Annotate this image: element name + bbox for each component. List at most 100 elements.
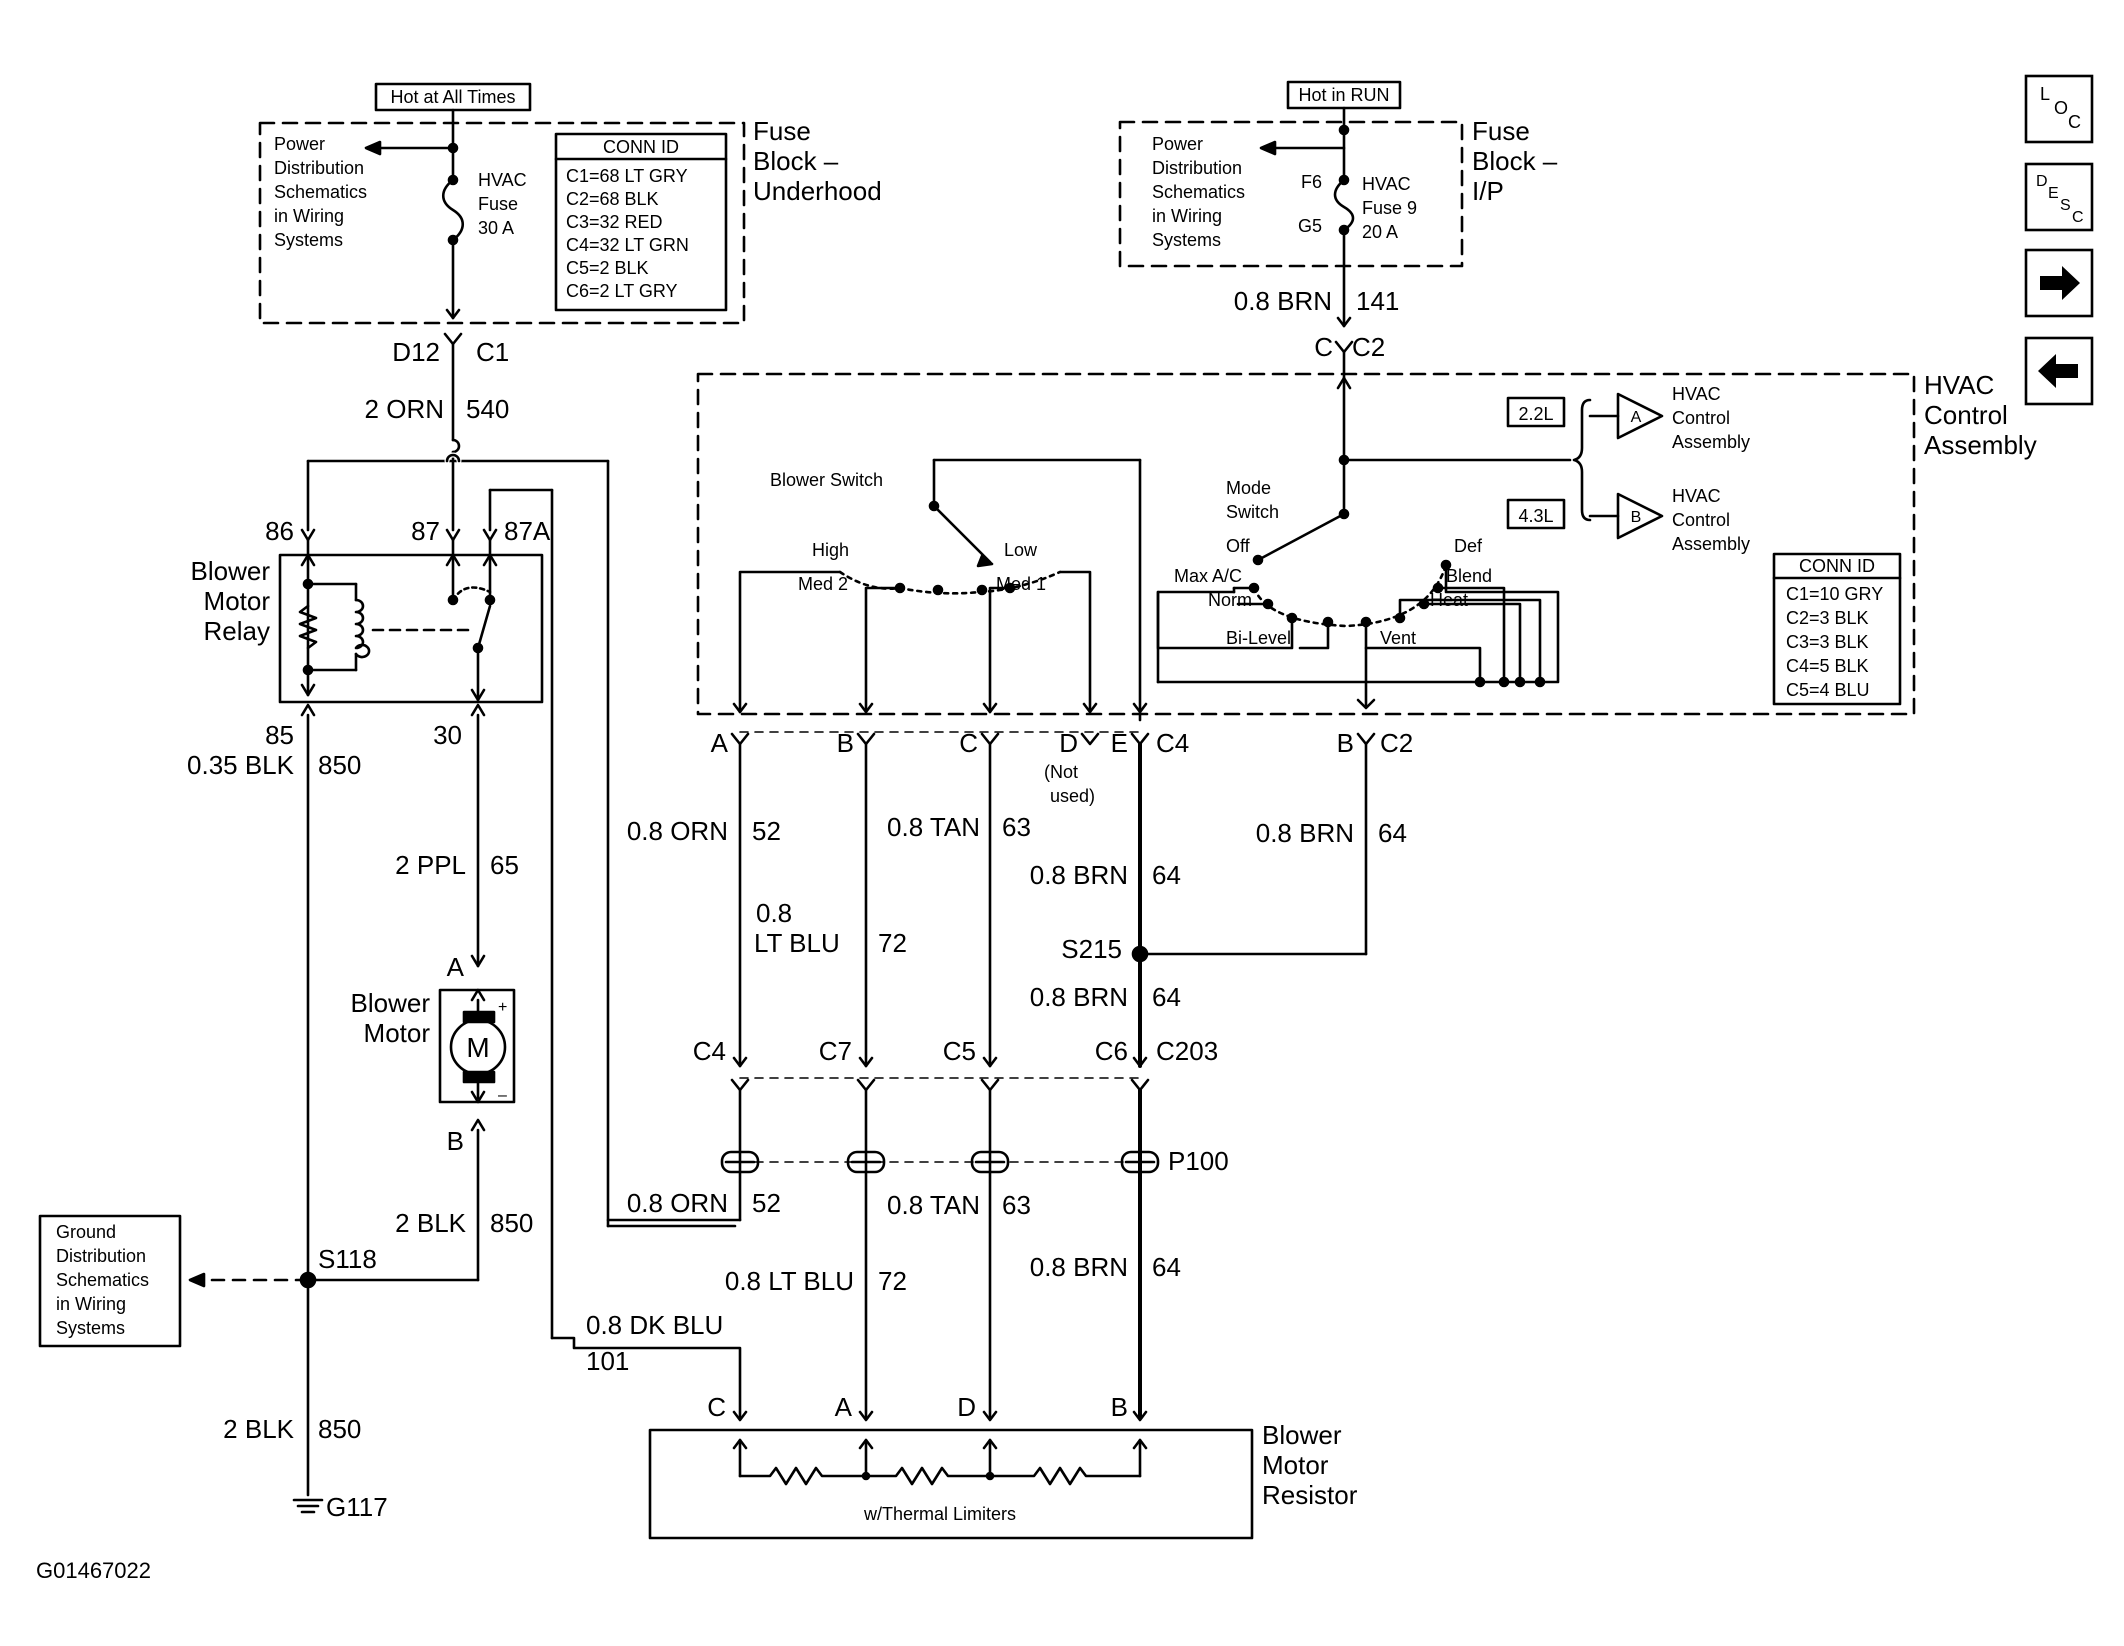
wire-64d-gauge: 0.8 BRN xyxy=(1030,1252,1128,1282)
pin-30: 30 xyxy=(433,720,462,750)
fuse-block-ip-title-3: I/P xyxy=(1472,176,1504,206)
blower-high-label: High xyxy=(812,540,849,560)
ground-ref-2: Distribution xyxy=(56,1246,146,1266)
ground-ref-5: Systems xyxy=(56,1318,125,1338)
underhood-conn-4: C4=32 LT GRN xyxy=(566,235,689,255)
svg-text:C: C xyxy=(2068,112,2081,132)
resistor-pin-a: A xyxy=(835,1392,853,1422)
underhood-conn-2: C2=68 BLK xyxy=(566,189,659,209)
svg-text:O: O xyxy=(2054,98,2068,118)
ref-a-text-2: Control xyxy=(1672,408,1730,428)
wire-64b-gauge: 0.8 BRN xyxy=(1256,818,1354,848)
wire-72a-gauge-2: LT BLU xyxy=(754,928,840,958)
wire-540-gauge: 2 ORN xyxy=(365,394,444,424)
prev-button[interactable] xyxy=(2024,336,2094,406)
splice-s215 xyxy=(1131,945,1149,963)
mode-def-label: Def xyxy=(1454,536,1483,556)
resistor-element-2 xyxy=(864,1466,992,1486)
motor-symbol: M xyxy=(466,1032,489,1063)
svg-text:E: E xyxy=(2048,185,2059,202)
wire-72b-circuit: 72 xyxy=(878,1266,907,1296)
c203-pin-c7: C7 xyxy=(819,1036,852,1066)
figure-id: G01467022 xyxy=(36,1558,151,1583)
fuse-block-ip-boundary xyxy=(1118,120,1464,268)
relay-title-1: Blower xyxy=(191,556,271,586)
fuse-block-underhood-boundary xyxy=(258,121,746,325)
c4-pin-b: B xyxy=(837,728,854,758)
underhood-conn-3: C3=32 RED xyxy=(566,212,663,232)
hvac-title-1: HVAC xyxy=(1924,370,1994,400)
wire-850b-gauge: 2 BLK xyxy=(395,1208,466,1238)
hvac-title-2: Control xyxy=(1924,400,2008,430)
wire-850c-circuit: 850 xyxy=(318,1414,361,1444)
fuse-block-ip-title-1: Fuse xyxy=(1472,116,1530,146)
power-dist-ref-4: in Wiring xyxy=(274,206,344,226)
blower-low-label: Low xyxy=(1004,540,1038,560)
blower-switch-label: Blower Switch xyxy=(770,470,883,490)
resistor-pin-c: C xyxy=(707,1392,726,1422)
pin-85: 85 xyxy=(265,720,294,750)
power-dist-ref-2: Distribution xyxy=(274,158,364,178)
resistor-pin-b: B xyxy=(1111,1392,1128,1422)
c203-pin-c5: C5 xyxy=(943,1036,976,1066)
ref-b-label: B xyxy=(1631,509,1642,526)
desc-button[interactable]: D E S C xyxy=(2024,162,2094,232)
engine-2-2l-box xyxy=(1506,396,1566,428)
wire-72b-gauge: 0.8 LT BLU xyxy=(725,1266,854,1296)
conn-c1: C1 xyxy=(476,337,509,367)
motor-minus: – xyxy=(498,1087,507,1104)
c2-label: C2 xyxy=(1380,728,1413,758)
ref-b-triangle xyxy=(1616,492,1664,540)
loc-button[interactable]: L O C xyxy=(2024,74,2094,144)
ref-a-label: A xyxy=(1631,409,1642,426)
pin-87: 87 xyxy=(411,516,440,546)
ground-ref-3: Schematics xyxy=(56,1270,149,1290)
relay-title-3: Relay xyxy=(204,616,270,646)
ip-power-dist-ref-5: Systems xyxy=(1152,230,1221,250)
pin-g5: G5 xyxy=(1298,216,1322,236)
mode-switch-blade xyxy=(1256,512,1346,562)
pin-f6: F6 xyxy=(1301,172,1322,192)
hvac-conn-id-box xyxy=(1772,552,1902,706)
wire-63a-gauge: 0.8 TAN xyxy=(887,812,980,842)
next-button[interactable] xyxy=(2024,248,2094,318)
resistor-element-1 xyxy=(738,1466,868,1486)
hvac-title-3: Assembly xyxy=(1924,430,2037,460)
c4-label: C4 xyxy=(1156,728,1189,758)
hvac-fuse-label-2: Fuse xyxy=(478,194,518,214)
ip-fuse-label-2: Fuse 9 xyxy=(1362,198,1417,218)
ref-a-triangle xyxy=(1616,392,1664,440)
resistor-title-1: Blower xyxy=(1262,1420,1342,1450)
mode-switch-label-1: Mode xyxy=(1226,478,1271,498)
svg-text:C: C xyxy=(2072,209,2084,226)
blower-med2-label: Med 2 xyxy=(798,574,848,594)
c2-pin-b: B xyxy=(1337,728,1354,758)
ip-power-dist-ref-3: Schematics xyxy=(1152,182,1245,202)
hvac-fuse-9-20a xyxy=(1333,178,1355,232)
hvac-conn-1: C1=10 GRY xyxy=(1786,584,1883,604)
arrow-right-icon xyxy=(2040,266,2080,300)
hvac-fuse-30a xyxy=(441,178,465,242)
pin-86: 86 xyxy=(265,516,294,546)
mode-bilevel-label: Bi-Level xyxy=(1226,628,1291,648)
wire-141-gauge: 0.8 BRN xyxy=(1234,286,1332,316)
c203-pin-c6: C6 xyxy=(1095,1036,1128,1066)
svg-text:L: L xyxy=(2040,84,2050,104)
fuse-block-ip-title-2: Block – xyxy=(1472,146,1558,176)
ref-b-text-2: Control xyxy=(1672,510,1730,530)
fuse-block-underhood-title-3: Underhood xyxy=(753,176,882,206)
wire-850a-gauge: 0.35 BLK xyxy=(187,750,295,780)
p100-grommet-c xyxy=(970,1150,1010,1174)
engine-2-2l-label: 2.2L xyxy=(1518,404,1553,424)
wire-64b-circuit: 64 xyxy=(1378,818,1407,848)
blower-switch-blade xyxy=(932,504,992,564)
fuse-block-underhood-title-1: Fuse xyxy=(753,116,811,146)
blower-motor-resistor-box xyxy=(648,1428,1254,1540)
engine-4-3l-label: 4.3L xyxy=(1518,506,1553,526)
ground-distribution-box xyxy=(38,1214,182,1348)
hot-at-all-times-label: Hot at All Times xyxy=(390,87,515,107)
hvac-control-assembly-boundary xyxy=(696,372,1916,716)
mode-max-ac-label: Max A/C xyxy=(1174,566,1242,586)
wire-52a-circuit: 52 xyxy=(752,816,781,846)
